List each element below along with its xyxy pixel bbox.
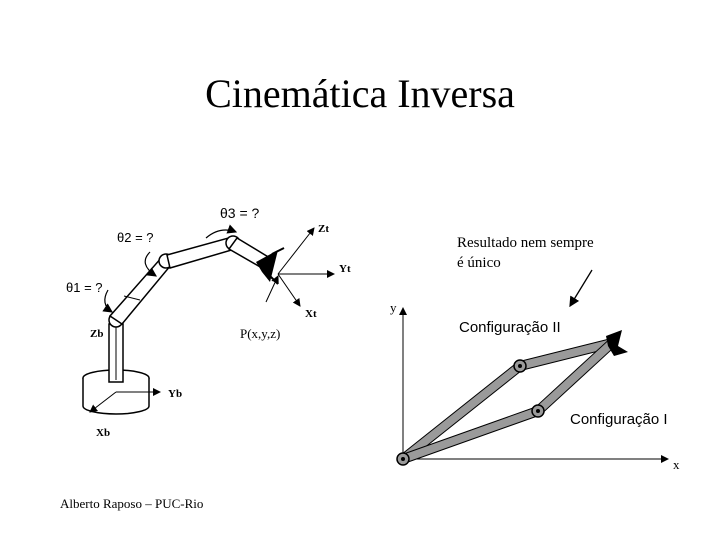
tool-y-label: Yt (339, 263, 351, 275)
gripper (256, 250, 278, 282)
theta1-label: θ1 = ? (66, 280, 103, 295)
config1-link1 (399, 407, 542, 463)
theta2-rotation-arrow (144, 251, 157, 277)
non-unique-result-note: Resultado nem sempre é único (457, 233, 657, 273)
tool-frame-axes (265, 227, 335, 307)
theta3-rotation-arrow (205, 224, 238, 239)
config1-link2 (534, 339, 616, 415)
end-effector (606, 330, 628, 356)
base-y-label: Yb (168, 388, 182, 400)
robot-link-2 (166, 236, 236, 269)
x-axis-label: x (673, 457, 680, 472)
config2-link2 (516, 339, 616, 370)
configurations-diagram: y x Configuração II Configuração I (390, 269, 680, 472)
config1-label: Configuração I (570, 411, 668, 428)
note-pointer-arrow (569, 269, 593, 308)
y-axis-label: y (390, 300, 397, 315)
robot-arm-diagram: θ3 = ? θ2 = ? θ1 = ? Zt Yt Xt P(x,y,z) Z… (66, 205, 351, 439)
note-line-2: é único (457, 255, 501, 271)
slide-title: Cinemática Inversa (205, 71, 515, 116)
base-x-label: Xb (96, 427, 110, 439)
config2-link1 (399, 362, 524, 463)
config2-label: Configuração II (459, 319, 561, 336)
target-point-label: P(x,y,z) (240, 326, 280, 341)
note-line-1: Resultado nem sempre (457, 235, 594, 251)
footer-author: Alberto Raposo – PUC-Rio (60, 496, 204, 511)
theta3-label: θ3 = ? (220, 205, 260, 221)
tool-z-label: Zt (318, 223, 329, 235)
theta1-rotation-arrow (102, 289, 113, 313)
tool-x-label: Xt (305, 308, 317, 320)
base-frame-axes (89, 388, 161, 413)
base-z-label: Zb (90, 328, 103, 340)
theta2-label: θ2 = ? (117, 230, 154, 245)
